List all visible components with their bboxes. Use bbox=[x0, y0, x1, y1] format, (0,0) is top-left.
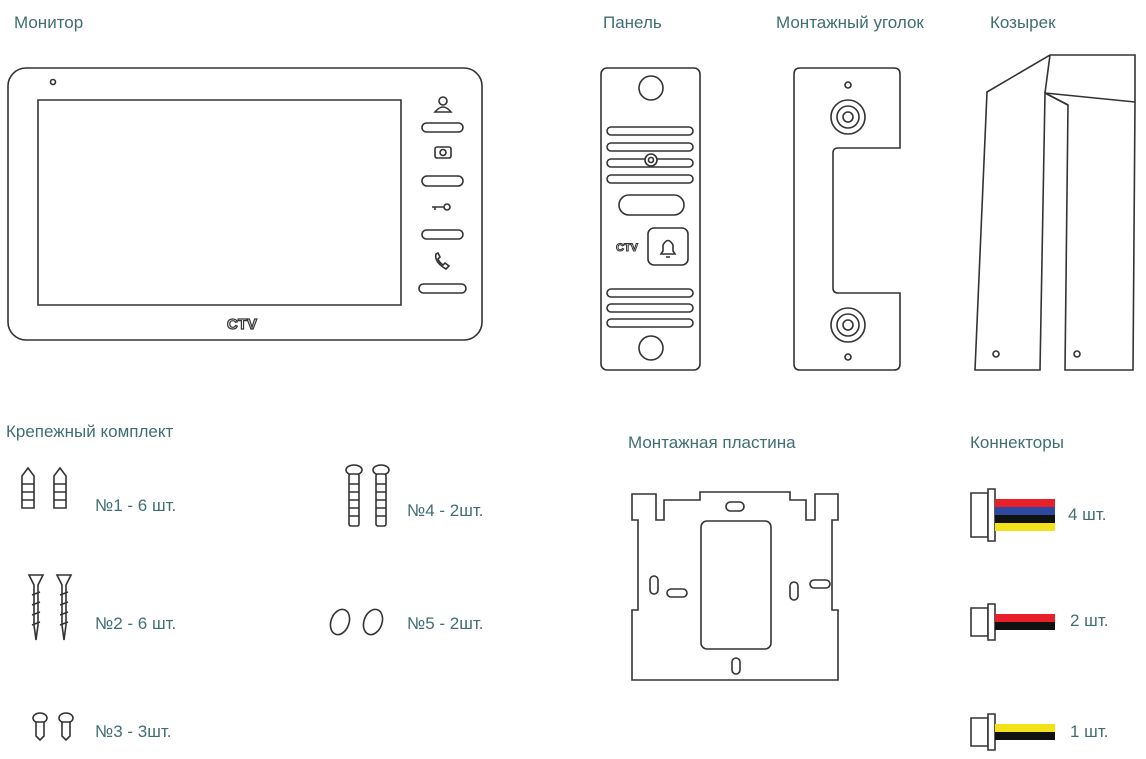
connector-housing bbox=[971, 608, 988, 636]
wire bbox=[995, 724, 1055, 732]
connector-2 bbox=[971, 604, 1055, 640]
connector-2-label: 2 шт. bbox=[1070, 611, 1109, 630]
connectors-drawing bbox=[971, 489, 1055, 750]
fastener-2-label: №2 - 6 шт. bbox=[95, 614, 177, 633]
bell-icon bbox=[661, 241, 675, 258]
visor-drawing bbox=[975, 55, 1135, 370]
connector-4-label: 4 шт. bbox=[1068, 505, 1107, 524]
wire bbox=[995, 515, 1055, 523]
monitor-button-3 bbox=[422, 230, 463, 239]
wire bbox=[995, 622, 1055, 630]
mounting-plate-drawing bbox=[632, 492, 838, 680]
wire bbox=[995, 614, 1055, 622]
fastener-1-label: №1 - 6 шт. bbox=[95, 496, 177, 515]
wire bbox=[995, 499, 1055, 507]
corner-label: Монтажный уголок bbox=[776, 13, 924, 32]
plate-label: Монтажная пластина bbox=[628, 433, 796, 452]
connector-1-label: 1 шт. bbox=[1070, 722, 1109, 741]
cap-icon bbox=[327, 607, 386, 638]
corner-drawing bbox=[794, 68, 900, 370]
connector-housing bbox=[971, 493, 988, 537]
connector-3 bbox=[971, 714, 1055, 750]
dowel-icon bbox=[22, 468, 66, 508]
connector-1 bbox=[971, 489, 1055, 541]
connector-housing bbox=[971, 718, 988, 746]
monitor-drawing: CTV bbox=[8, 68, 482, 340]
fastener-3-label: №3 - 3шт. bbox=[95, 722, 172, 741]
fastener-5-label: №5 - 2шт. bbox=[407, 614, 484, 633]
phone-icon bbox=[436, 253, 449, 269]
wood-screw-icon bbox=[29, 575, 71, 640]
short-screw-icon bbox=[33, 713, 73, 740]
connector-flange bbox=[988, 714, 995, 750]
monitor-button-1 bbox=[422, 123, 463, 132]
monitor-button-2 bbox=[422, 176, 463, 186]
panel-label: Панель bbox=[603, 13, 662, 32]
panel-drawing: CTV bbox=[601, 68, 700, 370]
connector-flange bbox=[988, 604, 995, 640]
camera-lens-icon bbox=[645, 154, 657, 166]
fastener-4-label: №4 - 2шт. bbox=[407, 501, 484, 520]
svg-text:CTV: CTV bbox=[616, 242, 639, 254]
person-icon bbox=[435, 97, 451, 112]
long-screw-icon bbox=[346, 465, 389, 526]
key-icon bbox=[432, 204, 450, 210]
logo: CTV bbox=[227, 316, 257, 333]
camera-icon bbox=[435, 147, 451, 158]
visor-label: Козырек bbox=[990, 13, 1056, 32]
connectors-label: Коннекторы bbox=[970, 433, 1064, 452]
call-button bbox=[648, 228, 688, 265]
wire bbox=[995, 732, 1055, 740]
wire bbox=[995, 507, 1055, 515]
monitor-button-4 bbox=[419, 284, 466, 293]
monitor-label: Монитор bbox=[14, 13, 84, 32]
wire bbox=[995, 523, 1055, 531]
fasteners-label: Крепежный комплект bbox=[6, 422, 174, 441]
connector-flange bbox=[988, 489, 995, 541]
